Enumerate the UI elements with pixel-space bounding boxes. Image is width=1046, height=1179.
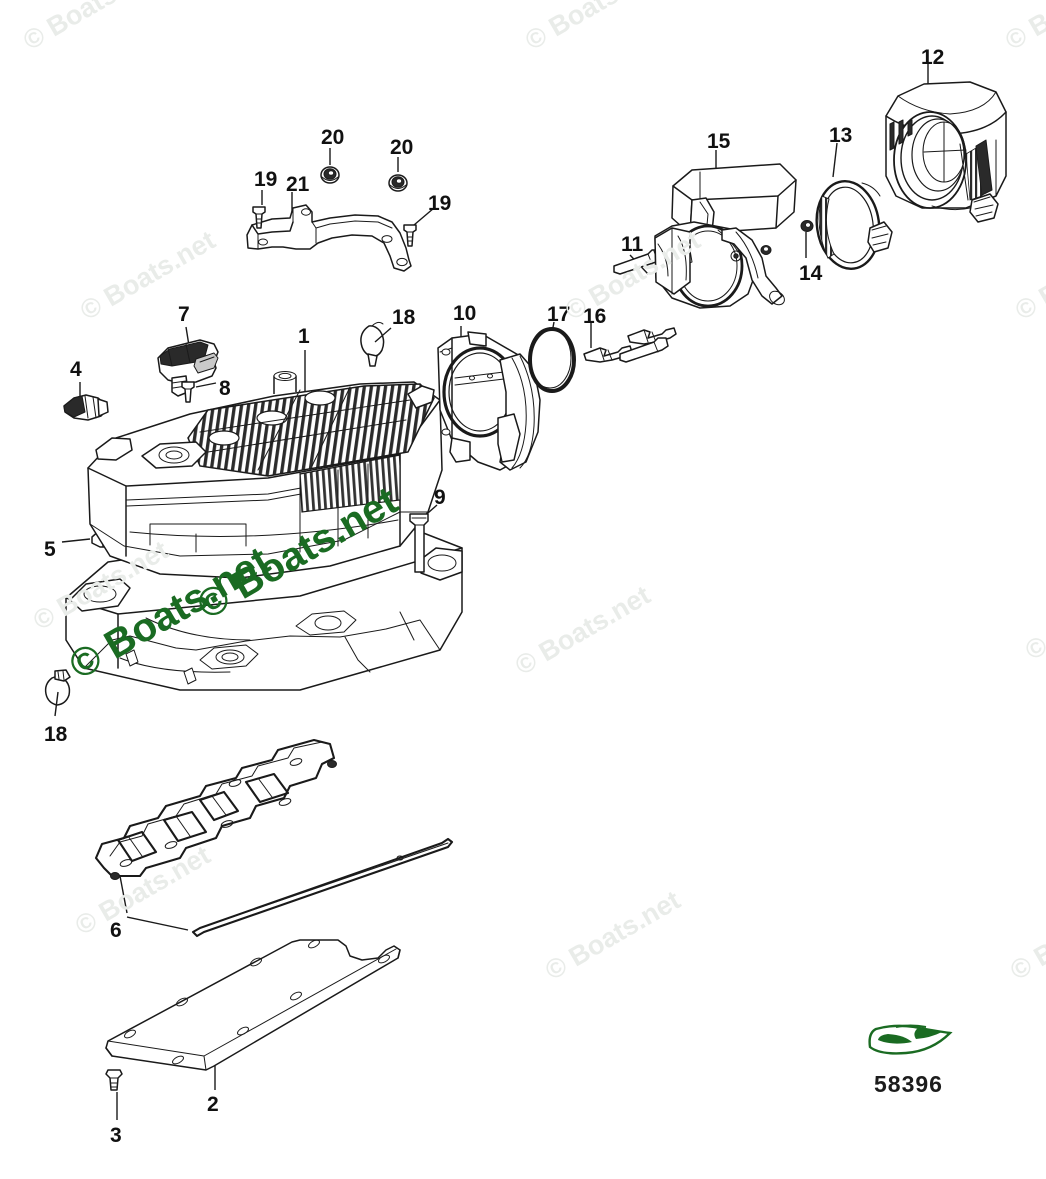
callout-bracket-bolt-left: 19: [254, 168, 278, 191]
part-manifold-bolt: [409, 513, 429, 573]
callout-valley-cover-screw: 3: [110, 1124, 122, 1147]
callout-map-sensor-screw: 8: [219, 377, 231, 400]
part-grommet-left: [320, 166, 340, 184]
callout-throttle-body-bolt: 11: [621, 233, 644, 256]
callout-valley-cover-plate: 2: [207, 1093, 219, 1116]
callout-hose-barb-fitting: 5: [44, 538, 56, 561]
part-grommet-right: [388, 174, 408, 192]
callout-intake-manifold-plenum: 1: [298, 325, 310, 348]
callout-hose-clip-upper: 18: [392, 306, 416, 329]
diagram-number: 58396: [874, 1071, 943, 1097]
part-hose-clip-lower: [44, 669, 71, 706]
part-throttle-body-o-ring: [528, 327, 576, 393]
callout-grommet-left: 20: [321, 126, 345, 149]
part-throttle-body: [437, 331, 541, 471]
callout-retainer-nut: 14: [799, 262, 823, 285]
part-stud-pin-lower: [627, 327, 677, 345]
callout-fitting-connector: 4: [70, 358, 82, 381]
part-map-sensor-screw: [181, 381, 195, 403]
part-stud-pin-upper: [583, 345, 633, 363]
callout-stud-pin: 16: [583, 305, 607, 328]
part-bracket-bolt-left: [252, 206, 266, 229]
callout-throttle-body: 10: [453, 302, 477, 325]
callout-throttle-body-o-ring: 17: [547, 303, 571, 326]
part-intake-manifold-plenum: [65, 371, 463, 691]
part-throttle-body-bolt-lower: [619, 337, 669, 363]
part-hose-clip-upper: [360, 321, 385, 367]
part-valley-cover-screw: [105, 1069, 123, 1091]
part-retainer-nut: [800, 220, 814, 232]
callout-manifold-bolt: 9: [434, 486, 446, 509]
part-support-bracket: [246, 204, 412, 272]
callout-hose-clamp: 13: [829, 124, 853, 147]
part-valley-cover-plate: [105, 939, 401, 1071]
part-flame-arrestor: [885, 81, 1007, 223]
part-intake-manifold-gasket-set: [94, 738, 454, 938]
leader-lines: [54, 62, 929, 1120]
callout-grommet-right: 20: [390, 136, 414, 159]
callout-hose-clip-lower: 18: [44, 723, 68, 746]
part-hose-clamp: [815, 180, 893, 270]
part-idle-air-control-valve: [654, 163, 797, 309]
callout-bracket-bolt-right: 19: [428, 192, 452, 215]
part-fitting-connector: [63, 394, 109, 421]
part-map-sensor: [157, 339, 219, 397]
callout-flame-arrestor: 12: [921, 46, 945, 69]
callout-support-bracket: 21: [286, 173, 310, 196]
boats-net-boat-logo: [868, 1024, 953, 1055]
callout-map-sensor: 7: [178, 303, 190, 326]
callout-idle-air-control-valve: 15: [707, 130, 731, 153]
callout-intake-manifold-gasket-set: 6: [110, 919, 122, 942]
part-bracket-bolt-right: [403, 224, 417, 247]
